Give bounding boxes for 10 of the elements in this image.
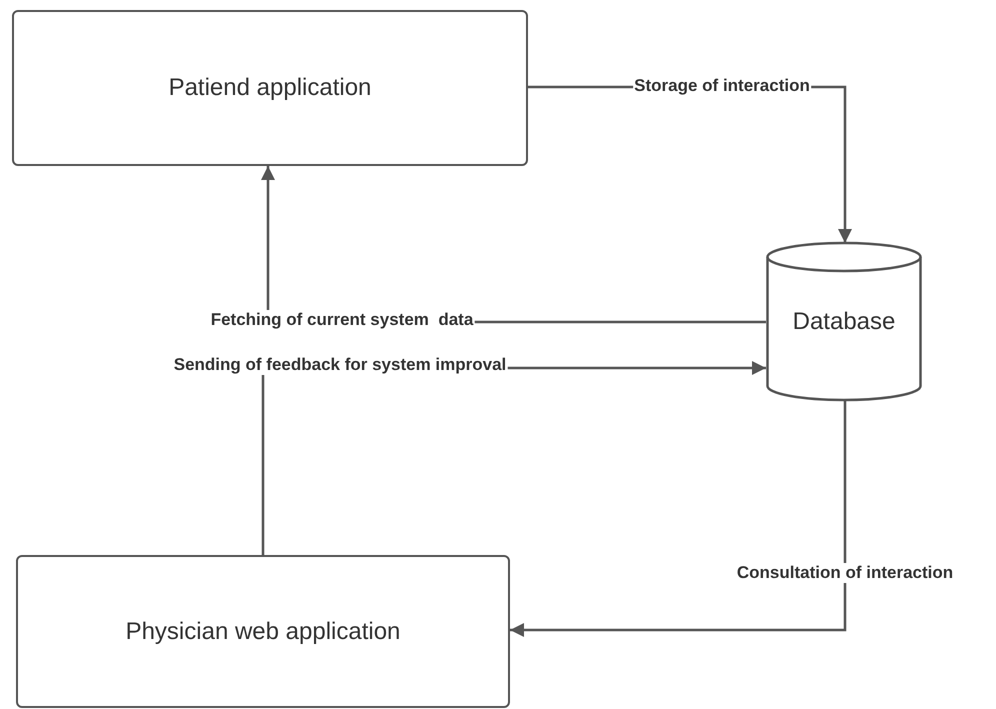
process-box <box>12 10 528 166</box>
edge-label: Fetching of current system data <box>210 310 474 330</box>
process-box <box>16 555 510 708</box>
node-label: Patiend application <box>168 74 372 102</box>
edge-label: Consultation of interaction <box>736 563 954 583</box>
node-label: Physician web application <box>126 618 400 646</box>
edge-label: Storage of interaction <box>633 76 811 96</box>
node-label: Database <box>792 308 896 336</box>
arrow <box>510 400 846 637</box>
edge-label: Sending of feedback for system improval <box>172 355 508 375</box>
